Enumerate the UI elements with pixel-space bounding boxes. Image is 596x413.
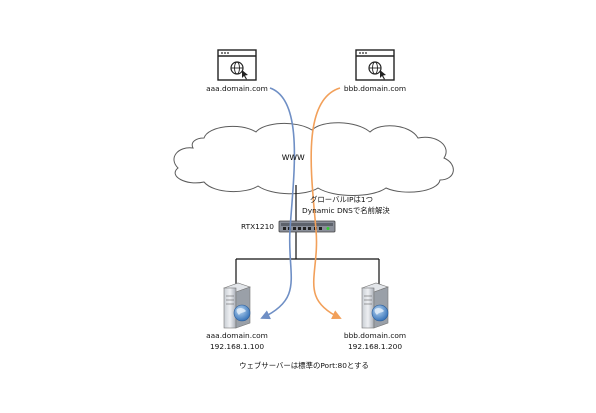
router-note-line1: グローバルIPは1つ [310, 195, 373, 204]
server-hostname-bbb: bbb.domain.com [343, 331, 407, 340]
server-icon-aaa [223, 282, 251, 329]
server-hostname-aaa: aaa.domain.com [206, 331, 268, 340]
browser-window-icon-bbb [355, 49, 395, 81]
flow-path-aaa [260, 87, 296, 320]
internet-cloud [173, 122, 454, 196]
footnote: ウェブサーバーは標準のPort:80とする [239, 361, 369, 370]
browser-window-icon-aaa [217, 49, 257, 81]
cloud-label: www [282, 152, 305, 163]
client-label-bbb: bbb.domain.com [343, 84, 407, 93]
server-icon-bbb [361, 282, 389, 329]
flow-path-bbb [310, 87, 342, 320]
router-note-line2: Dynamic DNSで名前解決 [302, 206, 390, 215]
server-ip-aaa: 192.168.1.100 [209, 342, 265, 351]
router-icon [278, 220, 336, 233]
server-ip-bbb: 192.168.1.200 [347, 342, 403, 351]
router-name-label: RTX1210 [241, 222, 274, 231]
client-label-aaa: aaa.domain.com [206, 84, 268, 93]
